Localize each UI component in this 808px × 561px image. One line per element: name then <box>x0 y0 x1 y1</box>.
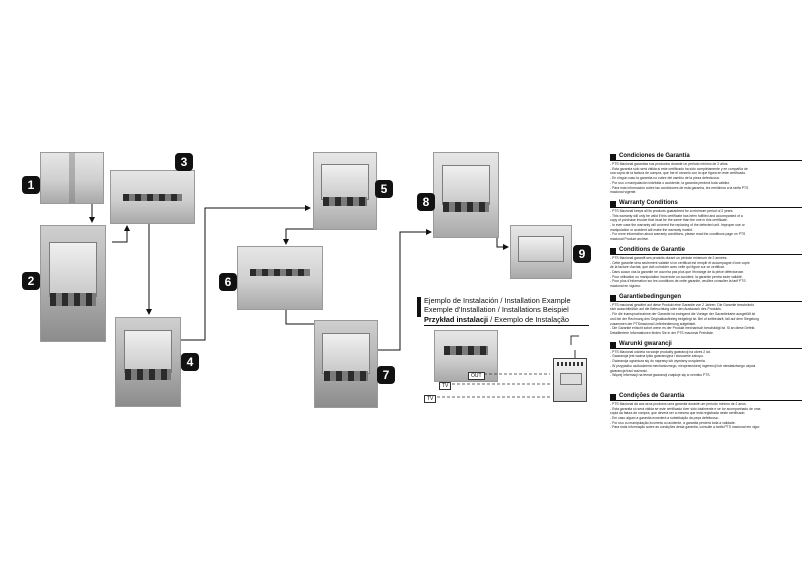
warranty-pl-line: gwarancja traci ważność. <box>610 368 648 373</box>
step-9-badge: 9 <box>573 245 591 263</box>
tv-label-2: TV <box>424 395 437 403</box>
step-7-photo <box>314 320 378 408</box>
warranty-body-pt: - PTS Macional dá aos seus produtos uma … <box>610 402 802 430</box>
warranty-fr-line: - PTS Macional garantit ses produits dur… <box>610 255 728 260</box>
warranty-es-line: - PTS Macional garantiza sus productos d… <box>610 162 729 166</box>
warranty-body-fr: - PTS Macional garantit ses produits dur… <box>610 256 802 289</box>
step-4-badge: 4 <box>181 353 199 371</box>
arrow-6-7 <box>285 308 321 327</box>
warranty-body-de: - PTS macional gewährt auf diese Produkt… <box>610 303 802 336</box>
warranty-es-line: una copia de la factura de compra, que f… <box>610 171 747 176</box>
warranty-es-line: - Por uso o manipulación indebida o acci… <box>610 180 731 185</box>
example-title-portuguese: / Exemplo de Instalação <box>488 314 570 324</box>
warranty-es-line: - Esta garantía sólo será válida si este… <box>610 166 748 171</box>
warranty-pt-line: - PTS Macional dá aos seus produtos uma … <box>610 401 747 406</box>
example-title-line-1: Ejemplo de Instalación / Installation Ex… <box>424 296 571 305</box>
step-1-photo <box>40 152 104 204</box>
warranty-pl-line: - PTS Macional udziela na swoje produkty… <box>610 349 711 354</box>
warranty-de-line: sich ausschließlich auf die Beleuchtung … <box>610 307 722 312</box>
warranty-en-line: - For more information about warranty co… <box>610 232 746 237</box>
warranty-en-line: macional Product archive. <box>610 237 650 242</box>
arrow-8-9 <box>496 237 509 250</box>
step-3-photo <box>110 170 195 224</box>
warranty-fr-line: - Cette garantie sera seulement valable … <box>610 260 750 265</box>
warranty-pt-line: cópia da fatura de compra, que deverá se… <box>610 411 746 416</box>
installation-example-title: Ejemplo de Instalación / Installation Ex… <box>424 296 571 324</box>
warranty-pt-line: - Em caso algum a garantia excederá a su… <box>610 416 719 421</box>
step-3-badge: 3 <box>175 153 193 171</box>
warranty-es-line: - Para más información sobre las condici… <box>610 185 749 190</box>
warranty-de-line: zusammen der PTSmacional Lieferbedienung… <box>610 321 697 326</box>
tv-label-1: TV <box>439 382 452 390</box>
warranty-pl-line: - W przypadku uszkodzenia mechanicznego,… <box>610 363 756 368</box>
step-2-photo <box>40 225 106 342</box>
warranty-es-line: - En ningún caso la garantía no cubre de… <box>610 176 720 181</box>
warranty-fr-line: - Pour plus d'information sur les condit… <box>610 279 746 284</box>
step-9-photo <box>510 225 572 279</box>
warranty-heading-fr: Conditions de Garantie <box>610 246 802 255</box>
warranty-de-line: - Die Garantie erlischt sofort wenn es d… <box>610 326 756 331</box>
step-5-photo <box>313 152 377 230</box>
warranty-fr-line: - Dans aucun cas la garantie ne couvrira… <box>610 269 745 274</box>
example-photo <box>434 330 498 382</box>
warranty-en-line: - This warranty will only be valid if th… <box>610 213 743 218</box>
arrow-7-8 <box>376 229 432 351</box>
warranty-pl-line: - Gwarancja ogranicza się do naprawy lub… <box>610 359 706 364</box>
warranty-fr-line: de la facture d'achat, que doit coïncide… <box>610 265 725 270</box>
warranty-heading-en: Warranty Conditions <box>610 199 802 208</box>
warranty-de-line: - Für die Inanspruchnahme der Garantie i… <box>610 312 756 317</box>
warranty-heading-pt: Condições de Garantia <box>610 392 802 401</box>
step-4-photo <box>115 317 181 407</box>
warranty-heading-es: Condiciones de Garantía <box>610 152 802 161</box>
warranty-de-line: - PTS macional gewährt auf diese Produkt… <box>610 302 754 307</box>
multiswitch-device <box>553 358 587 402</box>
warranty-de-line: und bei der Rechnung des Originalkaufbel… <box>610 316 759 321</box>
warranty-en-line: - In ever case the warranty will covered… <box>610 223 745 228</box>
warranty-es-line: macional vigente. <box>610 190 637 195</box>
warranty-fr-line: - Pour utilisation ou manipulation incor… <box>610 274 743 279</box>
warranty-en-line: copy of purchase invoice that must be th… <box>610 218 728 223</box>
warranty-body-en: - PTS Macional keeps all its products gu… <box>610 209 802 242</box>
example-title-line-3: Przykład instalacji / Exemplo de Instala… <box>424 315 571 324</box>
step-2-badge: 2 <box>22 272 40 290</box>
step-6-photo <box>237 246 323 310</box>
warranty-pl-line: - Gwarancja jest ważna tylko gwarancyjna… <box>610 354 704 359</box>
step-1-badge: 1 <box>22 176 40 194</box>
warranty-heading-pl: Warunki gwarancji <box>610 340 802 349</box>
warranty-pt-line: - Esta garantia só será válida se este c… <box>610 406 761 411</box>
step-5-badge: 5 <box>375 180 393 198</box>
warranty-pl-line: - Więcej informacji na temat gwarancji z… <box>610 373 711 378</box>
example-title-polish: Przykład instalacji <box>424 314 489 324</box>
step-8-badge: 8 <box>417 193 435 211</box>
out-label: OUT <box>468 372 485 380</box>
example-underline <box>424 325 589 326</box>
example-title-line-2: Exemple d'Installation / Installations B… <box>424 305 569 315</box>
step-6-badge: 6 <box>219 273 237 291</box>
step-8-photo <box>433 152 499 238</box>
arrow-4-5 <box>181 205 311 341</box>
warranty-heading-de: Garantiebedingungen <box>610 293 802 302</box>
example-title-bar <box>417 297 421 317</box>
step-7-badge: 7 <box>377 366 395 384</box>
warranty-en-line: manipulation or accident will make the w… <box>610 227 693 232</box>
warranty-pt-line: - Para mais informação sobre as condiçõe… <box>610 425 761 430</box>
arrow-2-3 <box>112 225 130 243</box>
warranty-en-line: - PTS Macional keeps all its products gu… <box>610 208 734 213</box>
warranty-body-es: - PTS Macional garantiza sus productos d… <box>610 162 802 195</box>
warranty-column: Condiciones de Garantía - PTS Macional g… <box>610 148 802 432</box>
warranty-de-line: Detailliertere Informationen finden Sie … <box>610 330 714 335</box>
warranty-fr-line: macional en vigueur. <box>610 284 642 289</box>
warranty-pt-line: - Por uso ou manipulação incorreta ou ac… <box>610 420 736 425</box>
warranty-body-pl: - PTS Macional udziela na swoje produkty… <box>610 350 802 378</box>
